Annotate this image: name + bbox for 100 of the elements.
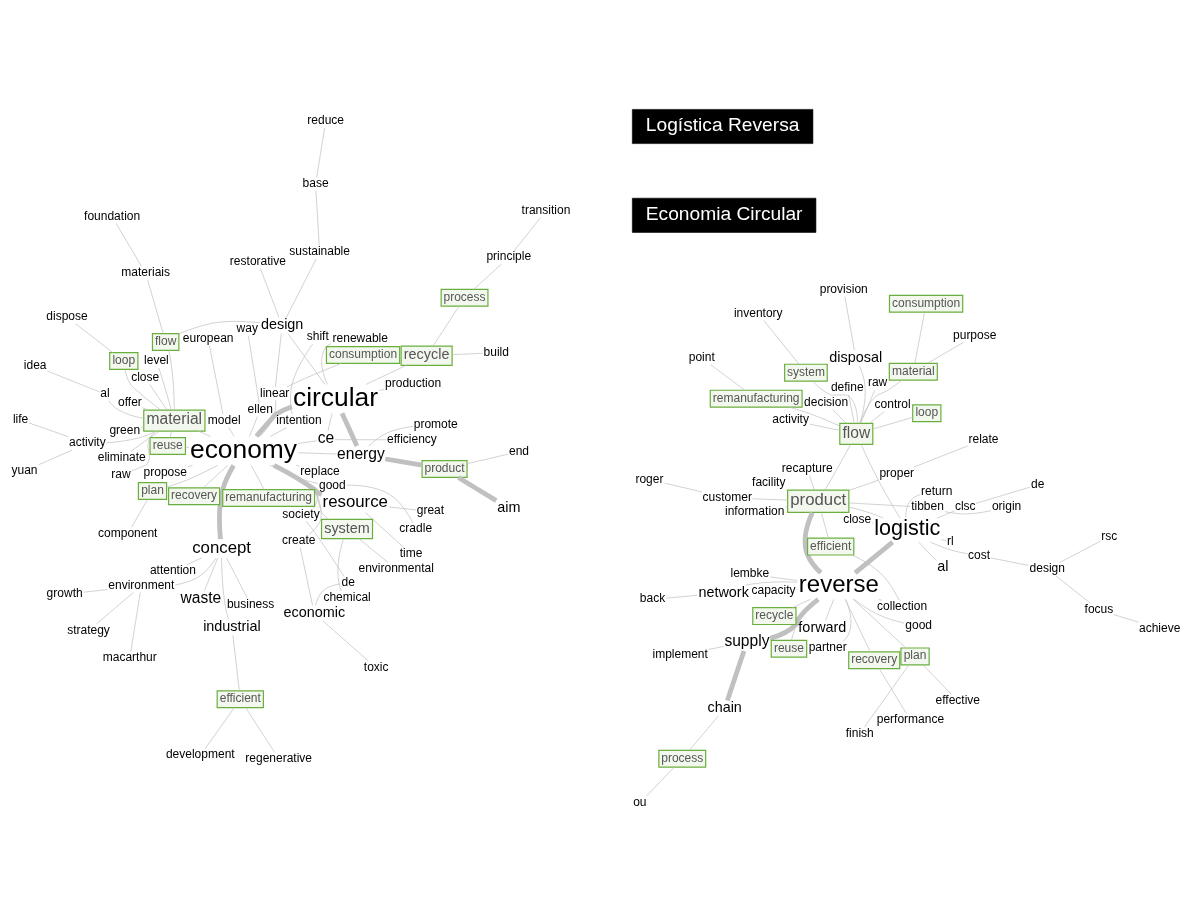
node-text: raw	[111, 466, 131, 481]
connector	[860, 443, 901, 518]
connector	[269, 464, 319, 484]
node-text: toxic	[363, 659, 389, 674]
connector	[105, 430, 157, 443]
connector	[769, 596, 820, 641]
connector	[664, 482, 703, 492]
connector	[131, 498, 148, 527]
connector	[130, 591, 141, 652]
node-text: create	[282, 532, 316, 547]
connector	[451, 352, 484, 355]
connector	[944, 509, 992, 514]
connector	[842, 598, 852, 642]
node-text: ou	[633, 794, 647, 809]
node-text: great	[416, 502, 445, 517]
connector	[147, 279, 164, 334]
node-text: close	[843, 511, 872, 526]
connector	[175, 557, 217, 585]
node-text: purpose	[953, 327, 997, 342]
connector	[249, 415, 258, 437]
node-text: restorative	[229, 253, 286, 268]
node-text: raw	[867, 374, 888, 389]
node-text: yuan	[11, 462, 38, 477]
node-box: plan	[900, 646, 930, 665]
node-text: linear	[259, 385, 290, 400]
node-text: inventory	[733, 305, 783, 320]
connector	[853, 598, 905, 623]
connector	[936, 510, 955, 518]
node-text: relate	[968, 431, 999, 446]
connector	[844, 598, 871, 652]
connector	[321, 342, 332, 385]
node-text: business	[226, 596, 275, 611]
node-text: de	[341, 574, 355, 589]
connector	[745, 581, 798, 585]
connector	[809, 474, 815, 490]
node-text: time	[399, 545, 423, 560]
node-box: reuse	[149, 436, 187, 455]
node-text: effective	[935, 692, 981, 707]
node-text: strategy	[67, 622, 110, 637]
node-text: close	[131, 369, 160, 384]
node-text: disposal	[829, 348, 883, 365]
connector	[913, 445, 968, 467]
connector	[788, 406, 840, 426]
node-text: economic	[283, 603, 346, 620]
connector	[848, 506, 884, 518]
connector	[990, 557, 1029, 566]
node-box: recycle	[752, 606, 797, 625]
connector	[198, 430, 211, 437]
connector	[853, 539, 895, 575]
node-text: control	[874, 396, 911, 411]
node-text: information	[725, 503, 785, 518]
node-text: activity	[69, 434, 106, 449]
node-text: reduce	[307, 112, 345, 127]
node-text: environmental	[358, 560, 434, 575]
connector	[689, 715, 719, 751]
connector	[226, 557, 248, 598]
node-text: logistic	[874, 514, 941, 540]
node-box: flow	[151, 332, 180, 351]
node-box: consumption	[325, 345, 401, 364]
connector	[825, 598, 835, 621]
connector	[365, 364, 407, 385]
connector	[250, 464, 265, 490]
connector	[204, 557, 219, 591]
node-text: achieve	[1138, 620, 1181, 635]
connector	[852, 598, 907, 648]
node-text: collection	[877, 598, 928, 613]
connector	[269, 426, 287, 437]
connector	[339, 411, 360, 447]
node-box: remanufacturing	[709, 389, 803, 408]
node-text: point	[688, 349, 715, 364]
connector	[1059, 540, 1101, 563]
node-box: remanufacturing	[222, 488, 316, 507]
node-box: product	[421, 459, 468, 478]
connector	[221, 557, 230, 620]
connector	[918, 541, 937, 561]
node-text: offer	[118, 394, 142, 409]
node-text: way	[236, 320, 258, 335]
connector	[186, 556, 203, 565]
connector	[844, 295, 855, 350]
connector	[1055, 575, 1091, 604]
node-text: attention	[149, 562, 196, 577]
node-text: design	[1029, 560, 1065, 575]
node-text: waste	[180, 588, 222, 606]
node-text: life	[12, 411, 29, 426]
connector	[297, 440, 318, 444]
node-text: european	[182, 330, 234, 345]
connector	[752, 497, 788, 500]
node-text: al	[100, 385, 110, 400]
node-text: performance	[876, 711, 945, 726]
connector	[248, 334, 260, 404]
node-box: flow	[839, 422, 874, 445]
node-text: implement	[652, 646, 708, 661]
connector	[812, 380, 858, 424]
node-text: build	[483, 344, 509, 359]
node-text: lembke	[730, 565, 770, 580]
connector	[327, 412, 333, 431]
connector	[725, 649, 747, 701]
connector	[384, 456, 423, 468]
node-box: efficient	[807, 537, 855, 556]
connector	[466, 453, 509, 464]
